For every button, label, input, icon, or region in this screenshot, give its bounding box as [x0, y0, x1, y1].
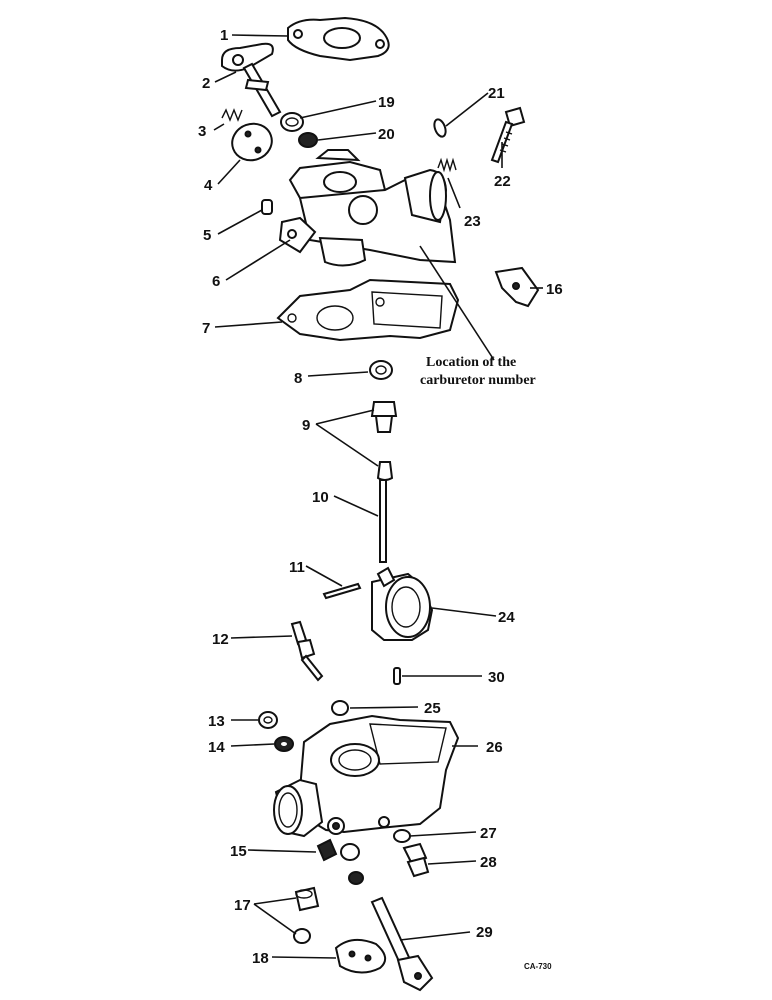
callout-22: 22 — [494, 173, 511, 190]
callout-24: 24 — [498, 609, 515, 626]
part-16-bracket — [494, 266, 540, 308]
part-6-throttle-body — [278, 149, 457, 267]
part-29-choke-shaft — [370, 896, 434, 992]
callout-21: 21 — [488, 85, 505, 102]
part-25-o-ring — [331, 700, 349, 716]
part-13-nut — [258, 711, 278, 729]
callout-15: 15 — [230, 843, 247, 860]
callout-1: 1 — [220, 27, 228, 44]
part-11-hinge-pin — [322, 582, 362, 600]
callout-29: 29 — [476, 924, 493, 941]
callout-16: 16 — [546, 281, 563, 298]
callout-8: 8 — [294, 370, 302, 387]
callout-13: 13 — [208, 713, 225, 730]
part-12-main-jet — [290, 620, 324, 682]
part-18-choke-valve — [334, 938, 387, 974]
callout-2: 2 — [202, 75, 210, 92]
callout-26: 26 — [486, 739, 503, 756]
part-28-drain-plug — [402, 842, 430, 878]
callout-3: 3 — [198, 123, 206, 140]
part-14-washer — [274, 736, 294, 752]
callout-4: 4 — [204, 177, 213, 194]
callout-25: 25 — [424, 700, 441, 717]
part-9-needle-seat — [370, 401, 398, 481]
callout-19: 19 — [378, 94, 395, 111]
part-8-washer — [369, 360, 393, 380]
part-26-float-bowl — [273, 714, 460, 838]
part-2-throttle-shaft — [221, 42, 282, 118]
callout-30: 30 — [488, 669, 505, 686]
callout-11: 11 — [289, 559, 305, 576]
carburetor-number-note-line2: carburetor number — [420, 373, 536, 388]
part-23-spring — [437, 157, 457, 173]
callout-10: 10 — [312, 489, 329, 506]
part-24-float — [371, 566, 434, 641]
part-3-spring — [221, 108, 243, 122]
part-5-plug — [261, 199, 273, 215]
callout-14: 14 — [208, 739, 225, 756]
callout-5: 5 — [203, 227, 211, 244]
part-10-float-pin — [379, 479, 387, 563]
part-7-gasket — [276, 278, 460, 342]
part-22-idle-screw — [490, 106, 526, 164]
callout-17: 17 — [234, 897, 251, 914]
callout-23: 23 — [464, 213, 481, 230]
part-17-choke-parts — [293, 886, 320, 944]
part-20-retainer — [298, 132, 318, 148]
callout-7: 7 — [202, 320, 210, 337]
part-1-gasket — [287, 16, 390, 62]
carburetor-number-note-line1: Location of the — [426, 355, 516, 370]
callout-12: 12 — [212, 631, 229, 648]
callout-6: 6 — [212, 273, 220, 290]
callout-18: 18 — [252, 950, 269, 967]
leader-lines — [213, 34, 543, 959]
callout-labels: 1 2 3 4 5 6 7 8 9 10 11 12 13 14 15 16 1… — [198, 27, 563, 967]
part-4-throttle-disc — [231, 122, 273, 162]
callout-9: 9 — [302, 417, 310, 434]
callout-28: 28 — [480, 854, 497, 871]
part-30-pin — [393, 667, 401, 685]
part-19-seal — [280, 112, 304, 132]
illustration-code: CA-730 — [524, 962, 552, 971]
part-27-gasket — [393, 829, 411, 843]
part-15-fitting — [316, 838, 364, 885]
callout-20: 20 — [378, 126, 395, 143]
callout-27: 27 — [480, 825, 497, 842]
part-21-clip — [433, 118, 447, 138]
